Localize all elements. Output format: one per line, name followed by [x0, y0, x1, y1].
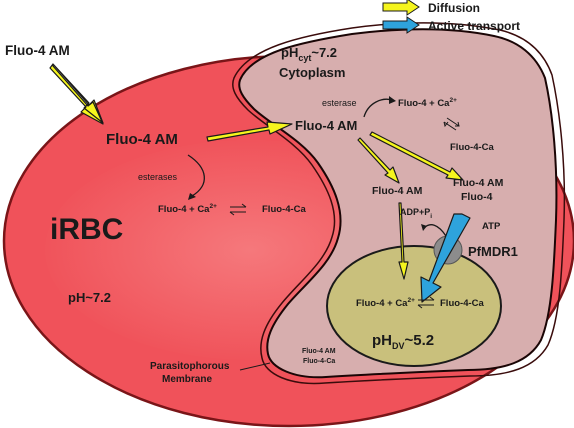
arrow-irbc-to-parasite	[206, 121, 293, 142]
cyto-corner-2: Fluo-4-Ca	[303, 358, 335, 365]
irbc-probe: Fluo-4 AM	[106, 131, 178, 148]
irbc-enzyme: esterases	[138, 172, 178, 182]
legend-active-label: Active transport	[428, 19, 520, 33]
cyto-enzyme: esterase	[322, 98, 357, 108]
membrane-label-line2: Membrane	[162, 374, 212, 385]
esterases-curve-arrowhead	[188, 193, 196, 200]
cyto-reaction-left: Fluo-4 + Ca2+	[398, 97, 457, 109]
irbc-reaction-right: Fluo-4-Ca	[262, 204, 307, 215]
atp-label: ATP	[482, 221, 501, 232]
atp-curve-arrowhead	[421, 224, 427, 231]
equilibrium-cytoplasm	[443, 117, 460, 131]
adp-label: ADP+Pi	[400, 207, 432, 220]
outside-probe-label: Fluo-4 AM	[5, 43, 70, 58]
cyto-compartment: Cytoplasm	[279, 65, 345, 80]
arrow-cyto-to-dv	[398, 202, 409, 280]
pfmdr1-label: PfMDR1	[468, 244, 518, 259]
esterase-curve-arrowhead	[389, 96, 396, 104]
irbc-ph: pH~7.2	[68, 290, 111, 305]
cyto-probe-right-2: Fluo-4	[461, 191, 493, 203]
legend-diffusion-arrow	[382, 0, 420, 16]
arrow-active-transport	[420, 213, 471, 303]
irbc-title: iRBC	[50, 213, 123, 246]
membrane-pointer	[239, 362, 271, 371]
cyto-complex: Fluo-4-Ca	[450, 142, 495, 153]
esterases-curve-arrow	[187, 154, 205, 197]
dv-ph: pHDV~5.2	[372, 332, 434, 351]
arrow-cyto-right	[369, 131, 464, 181]
cyto-probe-left: Fluo-4 AM	[372, 185, 423, 197]
legend-active-arrow	[382, 16, 420, 34]
arrow-outside-to-irbc	[49, 63, 104, 125]
arrow-cyto-left	[357, 137, 400, 184]
irbc-reaction-left: Fluo-4 + Ca2+	[158, 203, 217, 215]
cyto-probe-right-1: Fluo-4 AM	[453, 177, 504, 189]
cyto-corner-1: Fluo-4 AM	[302, 348, 336, 355]
cyto-ph: pHcyt~7.2	[281, 45, 337, 63]
parasitophorous-membrane	[232, 22, 566, 385]
dv-reaction-right: Fluo-4-Ca	[440, 298, 485, 309]
equilibrium-irbc	[229, 203, 247, 216]
equilibrium-dv	[417, 296, 435, 309]
membrane-label-line1: Parasitophorous	[150, 361, 230, 372]
dv-reaction-left: Fluo-4 + Ca2+	[356, 297, 415, 309]
legend-diffusion-label: Diffusion	[428, 1, 480, 15]
cyto-probe: Fluo-4 AM	[295, 118, 357, 133]
digestive-vacuole	[326, 245, 502, 367]
